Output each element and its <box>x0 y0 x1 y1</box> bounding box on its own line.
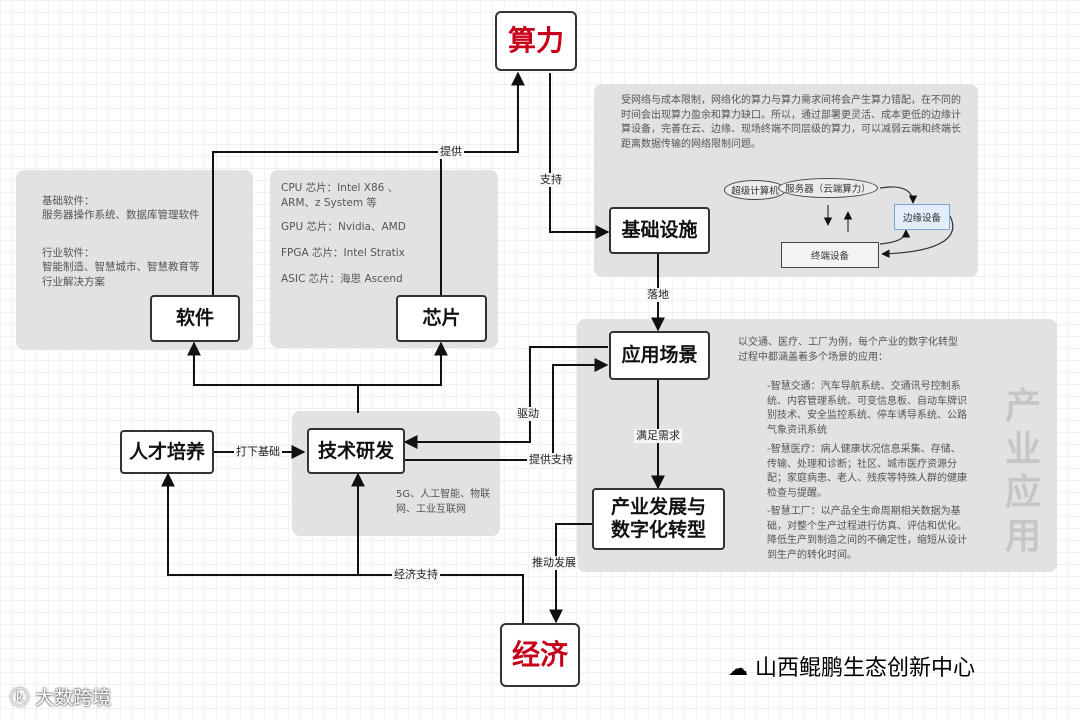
software-base-items: 服务器操作系统、数据库管理软件 <box>42 209 200 221</box>
chip-cpu-text: CPU 芯片：Intel X86 、ARM、z System 等 <box>281 182 399 210</box>
app-to-tech-drive-line <box>403 346 608 449</box>
chip-node: 芯片 <box>396 295 487 342</box>
industry-digital-node: 产业发展与数字化转型 <box>592 488 725 550</box>
server-cloud-node: 服务器（云端算力） <box>778 178 878 198</box>
software-to-compute-line <box>212 71 525 295</box>
talent-training-node: 人才培养 <box>120 430 214 474</box>
edge-label-provide-support: 提供支持 <box>527 453 575 467</box>
tech-to-software-line <box>187 341 359 413</box>
edge-label-drive: 驱动 <box>515 407 541 421</box>
compute-to-infra-line <box>549 73 610 239</box>
terminal-device-node: 终端设备 <box>781 242 879 268</box>
edge-label-land: 落地 <box>645 288 671 302</box>
economy-node: 经济 <box>500 623 580 687</box>
tech-to-chip-line <box>358 341 448 386</box>
software-industry-title: 行业软件： <box>42 247 95 259</box>
app-factory: -智慧工厂：以产品全生命周期相关数据为基础，对整个生产过程进行仿真、评估和优化。… <box>767 506 967 561</box>
app-intro: 以交通、医疗、工厂为例，每个产业的数字化转型过程中都涵盖着多个场景的应用： <box>738 337 958 363</box>
wechat-logo-icon: ☁ <box>728 656 748 680</box>
watermark-right-text: 山西鲲鹏生态创新中心 <box>755 656 976 681</box>
application-scenario-node: 应用场景 <box>609 331 710 380</box>
industry-application-title: 产业应用 <box>1004 386 1041 557</box>
infrastructure-node: 基础设施 <box>609 207 710 254</box>
edge-label-promote: 推动发展 <box>530 556 578 570</box>
watermark-right: ☁ 山西鲲鹏生态创新中心 <box>728 650 975 682</box>
chip-asic-text: ASIC 芯片：海思 Ascend <box>281 273 403 285</box>
edge-label-foundation: 打下基础 <box>234 445 282 459</box>
app-traffic: -智慧交通：汽车导航系统、交通讯号控制系统、内容管理系统、可变信息板、自动车牌识… <box>767 381 967 436</box>
software-base-title: 基础软件： <box>42 195 95 207</box>
tech-items: 5G、人工智能、物联网、工业互联网 <box>396 489 491 515</box>
edge-label-provide: 提供 <box>438 145 464 159</box>
edge-label-support: 支持 <box>538 173 564 187</box>
tech-to-app-support-line <box>405 358 609 461</box>
watermark-left: ⓚ 大数跨境 <box>10 683 111 710</box>
edge-label-economic-support: 经济支持 <box>392 568 440 582</box>
economy-to-talent-line <box>161 472 524 628</box>
chip-gpu-text: GPU 芯片：Nvidia、AMD <box>281 221 406 233</box>
app-medical: -智慧医疗：病人健康状况信息采集、存储、传输、处理和诊断；社区、城市医疗资源分配… <box>767 444 967 499</box>
chip-fpga-text: FPGA 芯片：Intel Stratix <box>281 247 405 259</box>
supercomputer-node: 超级计算机 <box>724 180 786 200</box>
watermark-left-text: 大数跨境 <box>35 687 112 709</box>
tech-rd-node: 技术研发 <box>307 428 405 474</box>
weibo-logo-icon: ⓚ <box>10 687 30 709</box>
software-node: 软件 <box>150 295 240 342</box>
compute-node: 算力 <box>495 11 577 71</box>
edge-device-node: 边缘设备 <box>894 204 950 230</box>
edge-label-meet-demand: 满足需求 <box>634 429 682 443</box>
infrastructure-description: 受网络与成本限制，网络化的算力与算力需求间将会产生算力错配，在不同的时间会出现算… <box>621 95 961 150</box>
industry-to-economy-line <box>549 523 592 624</box>
software-industry-items: 智能制造、智慧城市、智慧教育等行业解决方案 <box>42 261 200 289</box>
